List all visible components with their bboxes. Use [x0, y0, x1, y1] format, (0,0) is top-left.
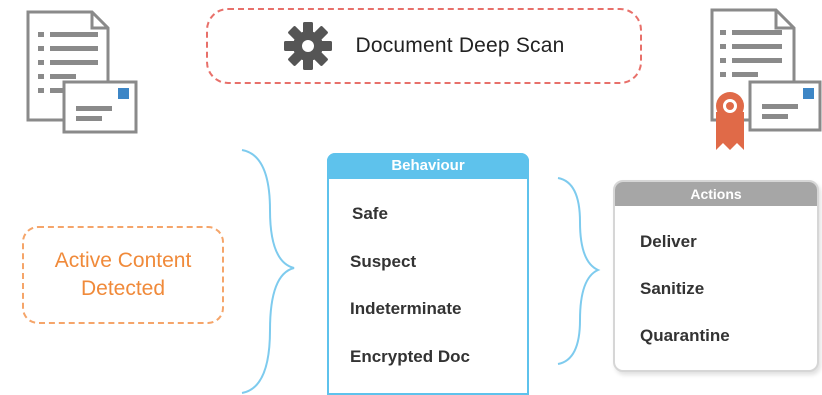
page-title: Document Deep Scan — [355, 34, 565, 57]
behaviour-item-safe: Safe — [352, 204, 388, 223]
title-box: Document Deep Scan — [206, 8, 642, 84]
behaviour-item-encrypted-doc: Encrypted Doc — [350, 347, 470, 366]
right-brace — [557, 177, 601, 365]
behaviour-panel: Behaviour — [327, 153, 529, 395]
action-item-quarantine: Quarantine — [640, 326, 730, 345]
behaviour-item-indeterminate: Indeterminate — [350, 299, 462, 318]
left-envelope-icon — [62, 80, 138, 134]
gear-icon — [284, 22, 333, 70]
right-envelope-icon — [748, 80, 822, 132]
actions-panel: Actions — [613, 180, 819, 372]
behaviour-header: Behaviour — [327, 153, 529, 179]
award-ribbon-icon — [716, 92, 744, 150]
action-item-sanitize: Sanitize — [640, 279, 705, 298]
actions-header: Actions — [615, 182, 817, 206]
active-content-box: Active Content Detected — [22, 226, 224, 324]
active-content-line1: Active Content — [54, 249, 192, 272]
behaviour-item-suspect: Suspect — [350, 252, 417, 271]
active-content-line2: Detected — [80, 277, 166, 300]
action-item-deliver: Deliver — [640, 232, 697, 251]
left-brace — [241, 149, 295, 394]
